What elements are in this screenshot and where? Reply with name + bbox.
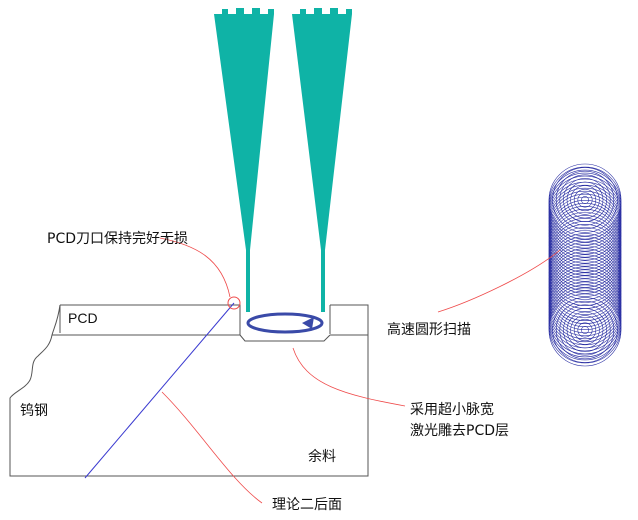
spiral-inner-ring [573,188,597,212]
spiral-inner-ring [570,315,600,345]
label-pcd-layer: PCD [68,310,98,326]
spiral-inner-ring [555,300,615,360]
spiral-ring [548,293,622,367]
leader-theoretical-face [161,391,263,504]
leader-high-speed-scan [437,249,561,313]
spiral-inner-ring [581,196,589,204]
tool-edge-marker [227,296,241,310]
label-laser-line1: 采用超小脉宽 [410,401,494,418]
spiral-inner-ring [563,178,607,222]
carbide-body-outline [9,304,369,477]
laser-beam-right [292,8,352,312]
leader-laser [292,347,406,407]
label-laser-line2: 激光雕去PCD层 [410,422,509,439]
label-tool-edge: PCD刀口保持完好无损 [47,231,188,247]
spiral-inner-ring [559,304,611,356]
spiral-inner-ring [552,297,618,363]
scan-arrowhead [302,317,314,329]
spiral-inner-ring [581,326,589,334]
label-carbide: 钨钢 [20,403,48,419]
spiral-inner-ring [552,167,618,233]
scan-arrow [246,312,324,334]
scan-ellipse [246,312,324,334]
laser-beam-left [214,8,274,312]
label-remainder: 余料 [308,448,336,465]
spiral-inner-ring [555,170,615,230]
theoretical-face-line [84,302,235,479]
engraved-slot [239,334,331,342]
spiral-inner-ring [559,174,611,226]
label-theoretical-face: 理论二后面 [272,497,342,513]
spiral-inner-ring [573,318,597,342]
label-high-speed-scan: 高速圆形扫描 [387,321,471,338]
laser-beams [214,8,352,312]
leader-tool-edge [159,237,231,298]
spiral-inner-ring [563,308,607,352]
spiral-inner-ring [577,192,593,208]
spiral-inner-ring [577,322,593,338]
spiral-inner-ring [570,185,600,215]
spiral-inner-ring [566,311,604,349]
spiral-scan-pattern [548,163,622,367]
spiral-inner-ring [566,181,604,219]
leader-lines [159,237,561,504]
